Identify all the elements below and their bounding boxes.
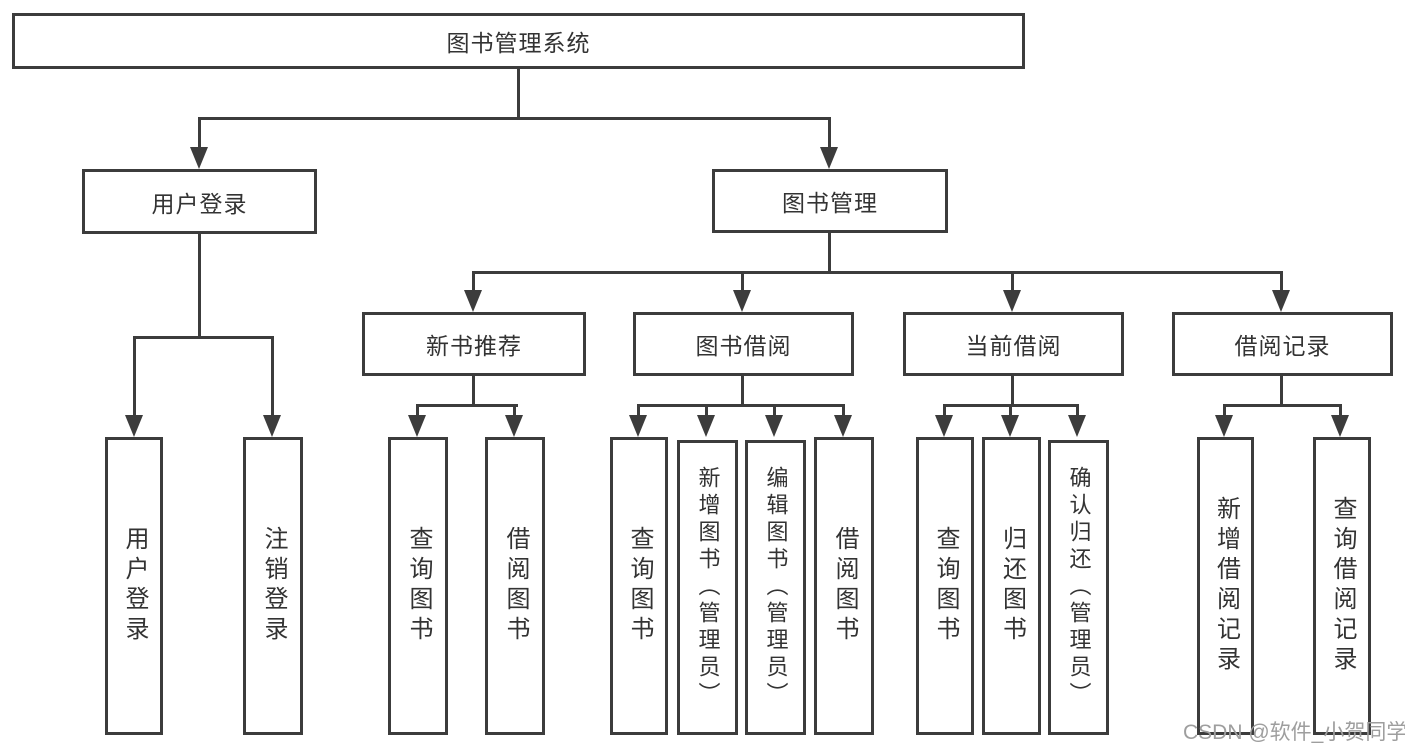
connector-line [1339,404,1342,418]
arrowhead-down [408,415,426,437]
connector-line [133,336,274,339]
node-label: 查询图书 [405,526,432,646]
leaf-user-login: 用户登录 [105,437,163,735]
leaf-borrow-books-1: 借阅图书 [485,437,545,735]
node-book-management: 图书管理 [712,169,948,233]
arrowhead-down [1003,290,1021,312]
node-current-borrowing: 当前借阅 [903,312,1124,376]
connector-line [741,376,744,407]
connector-line [1280,376,1283,407]
arrowhead-down [820,147,838,169]
arrowhead-down [733,290,751,312]
connector-line [513,404,516,418]
connector-line [741,271,744,292]
node-user-login: 用户登录 [82,169,317,234]
connector-line [842,404,845,418]
leaf-query-books-1: 查询图书 [388,437,448,735]
arrowhead-down [1001,415,1019,437]
arrowhead-down [629,415,647,437]
node-label: 新增借阅记录 [1212,496,1240,676]
leaf-logout: 注销登录 [243,437,303,735]
connector-line [1280,271,1283,292]
connector-line [1009,404,1012,418]
node-book-borrowing: 图书借阅 [633,312,854,376]
connector-line [517,68,520,120]
node-label: 借阅记录 [1234,333,1331,359]
connector-line [271,336,274,417]
node-label: 图书管理 [782,190,878,216]
csdn-watermark: CSDN @软件_小贺同学 [1183,721,1405,744]
node-library-management-system: 图书管理系统 [12,13,1025,69]
connector-line [1011,271,1014,292]
leaf-return-books: 归还图书 [982,437,1041,735]
connector-line [637,404,845,407]
connector-line [705,404,708,418]
arrowhead-down [263,415,281,437]
leaf-query-borrow-record: 查询借阅记录 [1313,437,1371,735]
node-label: 图书管理系统 [446,30,591,56]
connector-line [416,404,518,407]
node-label: 借阅图书 [502,526,529,646]
connector-line [416,404,419,418]
leaf-query-books-3: 查询图书 [916,437,974,735]
connector-line [828,117,831,148]
leaf-add-borrow-record: 新增借阅记录 [1197,437,1254,735]
connector-line [1223,404,1226,418]
connector-line [472,271,1283,274]
connector-line [472,376,475,407]
connector-line [1223,404,1342,407]
node-label: 用户登录 [121,526,148,646]
arrowhead-down [935,415,953,437]
connector-line [133,336,136,417]
node-label: 图书借阅 [695,333,792,359]
arrowhead-down [190,147,208,169]
arrowhead-down [125,415,143,437]
arrowhead-down [697,415,715,437]
node-label: 用户登录 [151,190,248,217]
connector-line [637,404,640,418]
arrowhead-down [834,415,852,437]
arrowhead-down [765,415,783,437]
node-label: 注销登录 [260,526,287,646]
node-label: 新增图书（管理员） [695,466,721,709]
leaf-confirm-return-admin: 确认归还（管理员） [1048,440,1109,735]
node-label: 归还图书 [998,526,1026,646]
node-borrowing-records: 借阅记录 [1172,312,1393,376]
leaf-borrow-books-2: 借阅图书 [814,437,874,735]
node-label: 当前借阅 [965,333,1062,359]
node-label: 新书推荐 [426,333,522,359]
node-label: 查询借阅记录 [1329,496,1356,676]
connector-line [1011,376,1014,407]
arrowhead-down [464,290,482,312]
node-new-book-recommend: 新书推荐 [362,312,586,376]
arrowhead-down [1272,290,1290,312]
node-label: 借阅图书 [831,526,858,646]
arrowhead-down [1331,415,1349,437]
connector-line [773,404,776,418]
node-label: 查询图书 [626,526,653,646]
leaf-edit-books-admin: 编辑图书（管理员） [745,440,806,735]
connector-line [943,404,946,418]
leaf-add-books-admin: 新增图书（管理员） [677,440,738,735]
node-label: 查询图书 [932,526,959,646]
node-label: 确认归还（管理员） [1066,466,1092,709]
connector-line [1076,404,1079,418]
connector-line [198,234,201,339]
leaf-query-books-2: 查询图书 [610,437,668,735]
connector-line [472,271,475,292]
connector-line [828,233,831,274]
node-label: 编辑图书（管理员） [763,466,789,709]
arrowhead-down [1068,415,1086,437]
arrowhead-down [1215,415,1233,437]
connector-line [198,117,831,120]
connector-line [198,117,201,148]
arrowhead-down [505,415,523,437]
